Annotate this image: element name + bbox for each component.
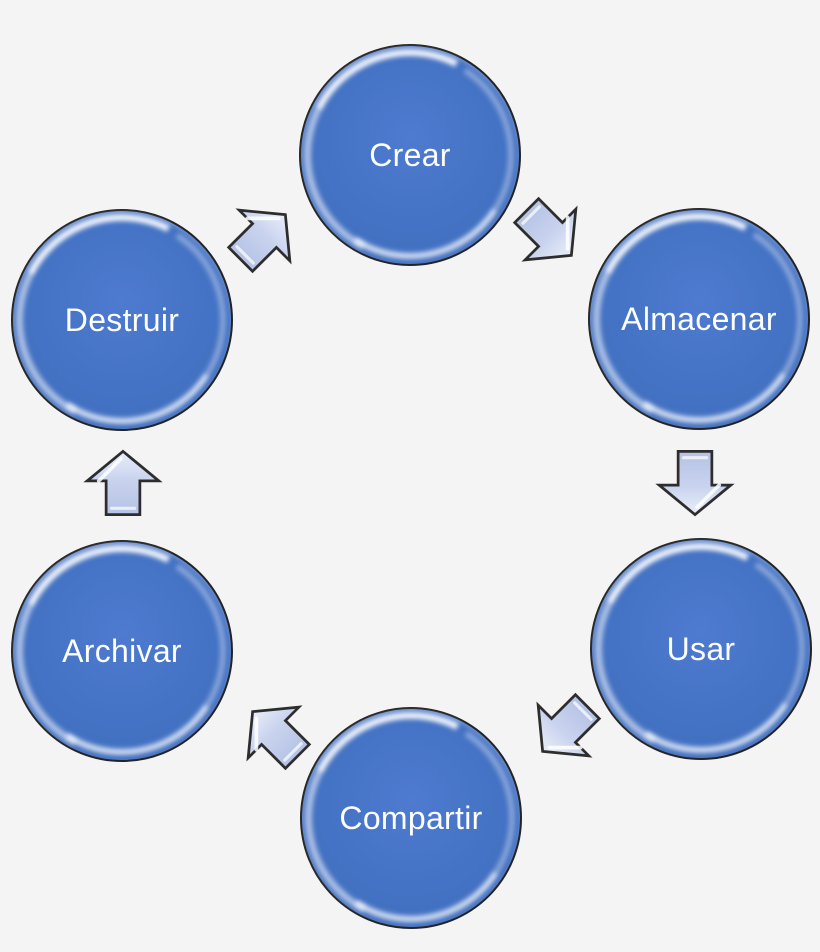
cycle-node-compartir: Compartir [300, 707, 522, 929]
arrow-crear-to-almacenar-icon [497, 181, 602, 286]
node-label-destruir: Destruir [64, 301, 180, 338]
arrow-almacenar-to-usar-icon [655, 448, 735, 518]
node-label-compartir: Compartir [339, 799, 483, 836]
arrow-destruir-to-crear-icon [211, 185, 316, 290]
arrow-archivar-to-destruir-icon [83, 448, 163, 518]
cycle-node-destruir: Destruir [11, 209, 233, 431]
arrow-compartir-to-archivar-icon [223, 682, 328, 787]
node-label-almacenar: Almacenar [621, 300, 777, 337]
node-label-archivar: Archivar [62, 632, 182, 669]
cycle-node-usar: Usar [590, 538, 812, 760]
cycle-node-almacenar: Almacenar [588, 208, 810, 430]
arrow-usar-to-compartir-icon [513, 677, 618, 782]
node-label-crear: Crear [369, 136, 451, 173]
node-label-usar: Usar [666, 630, 736, 667]
cycle-node-crear: Crear [299, 44, 521, 266]
cycle-node-archivar: Archivar [11, 540, 233, 762]
